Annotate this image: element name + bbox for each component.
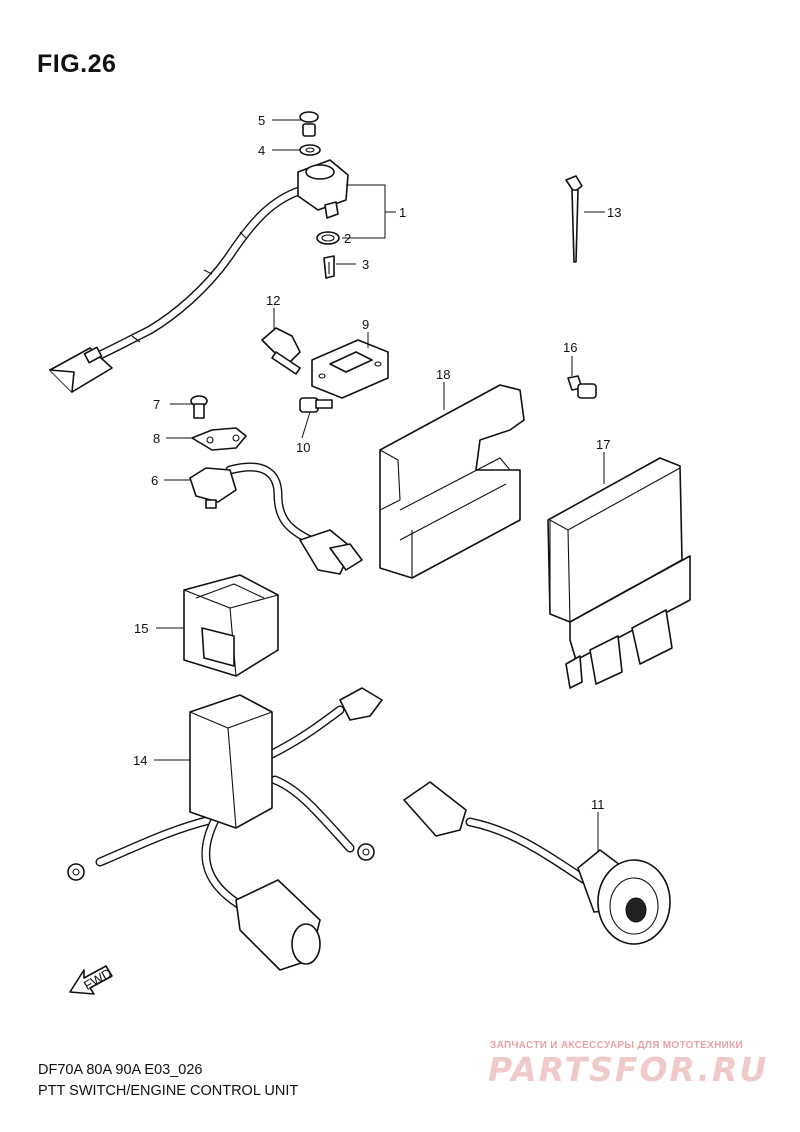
callout-8: 8 xyxy=(153,431,160,446)
callout-3: 3 xyxy=(362,257,369,272)
callout-11: 11 xyxy=(591,797,605,812)
callout-13: 13 xyxy=(607,205,621,220)
part-16-bolt[interactable] xyxy=(567,375,597,399)
watermark-logo: PARTSFOR.RU xyxy=(488,1050,769,1089)
part-3-pin[interactable] xyxy=(323,255,335,279)
figure-title: FIG.26 xyxy=(37,50,117,78)
part-12-clamp[interactable] xyxy=(261,327,301,375)
callout-18: 18 xyxy=(436,367,450,382)
callout-12: 12 xyxy=(266,293,280,308)
callout-14: 14 xyxy=(133,753,147,768)
model-code: DF70A 80A 90A E03_026 xyxy=(38,1062,203,1078)
part-11-switch-harness[interactable] xyxy=(403,781,671,945)
callout-10: 10 xyxy=(296,440,310,455)
part-2-o-ring[interactable] xyxy=(316,231,340,245)
part-17-ecu[interactable] xyxy=(547,457,691,689)
part-15-relay-cover[interactable] xyxy=(183,574,279,677)
callout-15: 15 xyxy=(134,621,148,636)
callout-9: 9 xyxy=(362,317,369,332)
fwd-arrow-icon: FWD xyxy=(69,965,114,995)
callout-1: 1 xyxy=(399,205,406,220)
part-9-bracket[interactable] xyxy=(311,339,389,399)
section-name: PTT SWITCH/ENGINE CONTROL UNIT xyxy=(38,1083,299,1099)
part-4-washer[interactable] xyxy=(299,144,321,156)
part-18-cover[interactable] xyxy=(379,384,525,579)
watermark-tagline: ЗАПЧАСТИ И АКСЕССУАРЫ ДЛЯ МОТОТЕХНИКИ xyxy=(490,1040,743,1051)
part-8-plate[interactable] xyxy=(191,427,247,451)
callout-5: 5 xyxy=(258,113,265,128)
callout-16: 16 xyxy=(563,340,577,355)
part-14-relay-harness[interactable] xyxy=(67,687,383,971)
leader-lines xyxy=(154,119,605,852)
callout-7: 7 xyxy=(153,397,160,412)
part-7-screw[interactable] xyxy=(190,395,208,419)
callout-4: 4 xyxy=(258,143,265,158)
fwd-label: FWD xyxy=(81,965,114,993)
part-10-bolt[interactable] xyxy=(299,397,333,413)
callout-2: 2 xyxy=(344,231,351,246)
callout-17: 17 xyxy=(596,437,610,452)
part-1-ptt-sensor-harness[interactable] xyxy=(49,159,349,393)
callout-6: 6 xyxy=(151,473,158,488)
part-6-trim-sensor[interactable] xyxy=(189,462,363,575)
part-5-screw[interactable] xyxy=(299,111,319,137)
part-13-cable-tie[interactable] xyxy=(565,175,583,263)
